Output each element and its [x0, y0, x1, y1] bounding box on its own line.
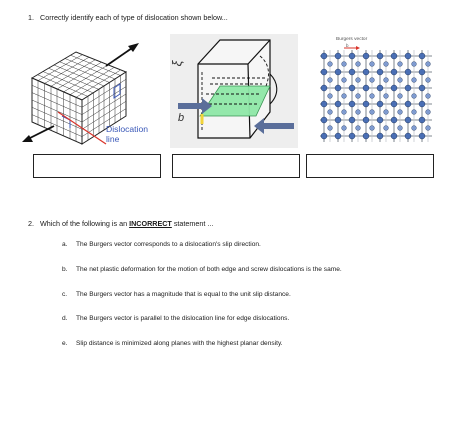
answer-box-1[interactable] — [33, 154, 161, 178]
figure-atomic-lattice — [320, 46, 432, 142]
figure-screw-dislocation — [170, 34, 298, 148]
option-b-letter: b. — [62, 266, 68, 273]
option-d[interactable]: d. The Burgers vector is parallel to the … — [62, 315, 289, 322]
option-d-text: The Burgers vector is parallel to the di… — [76, 315, 290, 322]
option-b[interactable]: b. The net plastic deformation for the mo… — [62, 266, 342, 273]
option-d-letter: d. — [62, 315, 68, 322]
option-e-text: Slip distance is minimized along planes … — [76, 340, 283, 347]
dislocation-line-label: Dislocation line — [106, 124, 149, 144]
b-symbol: b — [178, 112, 185, 124]
answer-box-3[interactable] — [306, 154, 434, 178]
option-a-letter: a. — [62, 241, 68, 248]
question-2-highlight: INCORRECT — [129, 219, 172, 228]
question-1-number: 1. — [28, 13, 34, 22]
question-2-number: 2. — [28, 219, 34, 228]
option-a-text: The Burgers vector corresponds to a disl… — [76, 241, 261, 248]
option-c[interactable]: c. The Burgers vector has a magnitude tha… — [62, 291, 291, 298]
xi-symbol: ξ — [169, 60, 185, 67]
option-a[interactable]: a. The Burgers vector corresponds to a di… — [62, 241, 261, 248]
option-e-letter: e. — [62, 340, 68, 347]
question-2-text-after: statement ... — [171, 219, 214, 228]
option-c-letter: c. — [62, 291, 68, 298]
option-c-text: The Burgers vector has a magnitude that … — [76, 291, 291, 298]
figure-edge-dislocation-block — [22, 43, 139, 145]
option-e[interactable]: e. Slip distance is minimized along plane… — [62, 340, 283, 347]
burgers-vector-sub: b — [346, 43, 349, 48]
question-1-text: Correctly identify each of type of dislo… — [40, 13, 228, 22]
burgers-vector-label: Burgers vector — [336, 37, 368, 42]
option-b-text: The net plastic deformation for the moti… — [76, 266, 342, 273]
answer-box-2[interactable] — [172, 154, 300, 178]
question-2-text-before: Which of the following is an — [40, 219, 130, 228]
question-2: 2. Which of the following is an INCORRECT… — [28, 219, 213, 228]
question-1: 1. Correctly identify each of type of dis… — [28, 13, 228, 22]
